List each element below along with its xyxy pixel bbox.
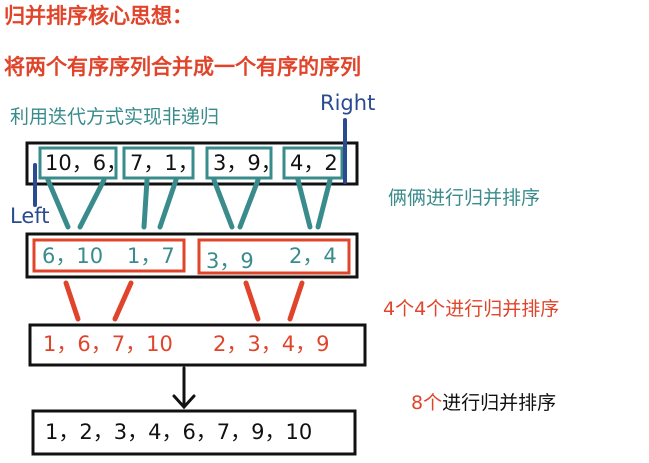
- annotation-eight: 8个进行归并排序: [411, 394, 556, 413]
- level2-box: [28, 323, 367, 367]
- level1-box: [25, 232, 359, 279]
- subtitle: 利用迭代方式实现非递归: [10, 106, 220, 128]
- level0-group-box-3: [205, 146, 273, 180]
- level0-group-1: 10，6，: [45, 151, 128, 175]
- level1-group-4: 2，4: [289, 244, 337, 268]
- annotation-eight-suffix: 进行归并排序: [442, 392, 557, 414]
- annotation-four-suffix: 进行归并排序: [445, 298, 560, 320]
- level0-group-4: 4，2: [290, 151, 338, 175]
- right-pointer-label: Right: [320, 91, 376, 115]
- level0-box: [25, 141, 359, 186]
- level0-group-box-1: [38, 146, 118, 180]
- level1-group-1: 6，10: [42, 244, 104, 268]
- level0-group-3: 3，9，: [213, 151, 282, 175]
- annotation-four-prefix: 4个4个: [383, 298, 446, 320]
- annotation-pairwise: 俩俩进行归并排序: [388, 187, 541, 209]
- title-line-2: 将两个有序序列合并成一个有序的序列: [4, 55, 361, 79]
- level1-group-3: 3，9: [206, 249, 254, 273]
- level1-group-box-right: [197, 238, 351, 275]
- annotation-eight-prefix: 8个: [411, 392, 443, 414]
- level3-box: [31, 409, 357, 456]
- down-arrow: [172, 366, 196, 410]
- left-pointer-label: Left: [10, 204, 50, 228]
- level0-group-2: 7，1，: [130, 151, 199, 175]
- level0-group-box-2: [122, 146, 195, 180]
- level0-group-box-4: [282, 146, 344, 180]
- title-line-1: 归并排序核心思想：: [4, 4, 193, 28]
- level1-group-box-left: [32, 238, 186, 273]
- red-connectors: [63, 280, 305, 322]
- level1-group-2: 1，7: [127, 244, 175, 268]
- teal-connectors: [45, 177, 333, 230]
- level2-group-1: 1，6，7，10: [43, 332, 173, 356]
- level3-result: 1，2，3，4，6，7，9，10: [45, 420, 313, 444]
- level2-group-2: 2，3，4，9: [213, 332, 330, 356]
- annotation-four: 4个4个进行归并排序: [383, 300, 559, 319]
